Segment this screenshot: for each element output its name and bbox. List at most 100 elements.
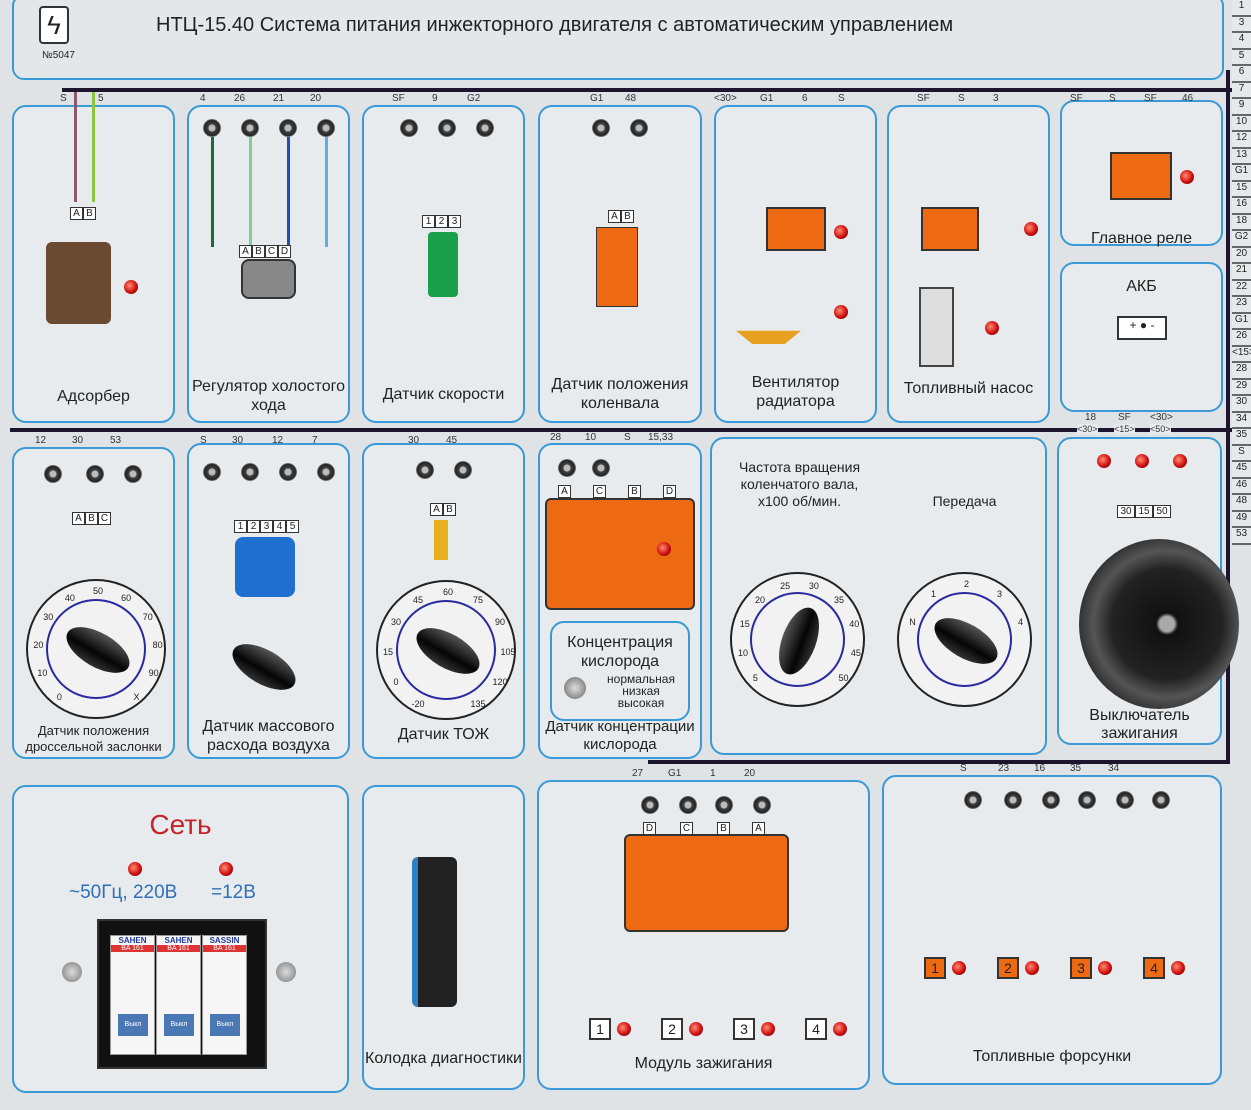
terminal-label: 30 [1232,396,1251,413]
switch-title: Концентрация кислорода [567,634,673,670]
wire-label: 48 [625,93,637,104]
ignition-key-icon[interactable] [1079,539,1239,709]
terminal-label: 7 [1232,82,1251,99]
terminal-label: 48 [1232,495,1251,512]
scale-label: 30 [391,617,402,627]
wire-label: 27 [632,768,644,779]
wire-label: 16 [1034,763,1046,774]
wire-label: 21 [273,93,285,104]
terminal-label: 16 [1232,198,1251,215]
wire-label: <30> [714,93,737,104]
wire-label: 30 [72,435,84,446]
panel-label: Модуль зажигания [634,1055,773,1072]
wire-label: 53 [110,435,122,446]
terminal-label: 23 [1232,297,1251,314]
status-led [1098,961,1112,975]
logo-lightning-icon: ϟ [39,6,69,44]
pump-relay [921,207,979,251]
fan-relay [766,207,826,251]
scale-label: 70 [142,612,153,623]
terminal-label: G1 [1232,313,1251,330]
wire-label: SF [1144,93,1157,104]
scale-label: 90 [148,668,159,679]
wire-label: 7 [312,435,318,446]
panel-label: Выключатель зажигания [1089,707,1190,742]
terminal-label: 21 [1232,264,1251,281]
terminal-label: 3 [1232,16,1251,33]
cylinder-1: 1 [924,957,946,979]
bus-top [62,88,1232,92]
panel-label: Главное реле [1090,230,1193,247]
wire-label: G2 [467,93,481,104]
scale-label: 50 [838,673,849,684]
wire-label: SF [1118,412,1131,423]
rpm-label: Частота вращения коленчатого вала, х100 … [738,459,861,509]
adsorber-canister-icon [46,242,111,324]
wire-label: S [200,435,207,446]
terminal-label: 28 [1232,363,1251,380]
diag-connector-icon[interactable] [412,857,457,1007]
maf-sensor-icon [235,537,295,597]
wire-label: 45 [446,435,458,446]
scale-label: N [909,616,916,627]
status-led [834,225,848,239]
gear-label: Передача [932,493,997,509]
status-led [952,961,966,975]
wire-label: 1 [710,768,716,779]
scale-label: 0 [56,691,62,702]
status-led [1180,170,1194,184]
terminal-label: 22 [1232,280,1251,297]
bus-right [1226,70,1230,764]
terminal-label: 12 [1232,132,1251,149]
wire-label: 35 [1070,763,1082,774]
battery-sub-label-30: <30> [1077,424,1098,434]
wire-label: 23 [998,763,1010,774]
scale-label: 15 [382,647,394,657]
mains-title: Сеть [149,809,212,840]
wire-label: 9 [432,93,438,104]
switch-option-low: низкая [622,684,660,698]
wire-label: 12 [35,435,47,446]
panel-label: Вентилятор радиатора [751,374,840,410]
terminal-label: 4 [1232,33,1251,50]
wire-label: S [624,432,631,443]
scale-label: 0 [393,677,399,687]
panel-fan: Вентилятор радиатора [714,105,877,423]
scale-label: 5 [752,673,758,684]
terminal-label: 10 [1232,115,1251,132]
wire-label: <30> [1150,412,1173,423]
scale-label: X [133,691,140,702]
maf-knob[interactable] [225,634,303,700]
panel-diag: Колодка диагностики [362,785,525,1090]
page-title: НТЦ-15.40 Система питания инжекторного д… [156,14,954,36]
panel-fuel-pump: Топливный насос [887,105,1050,423]
terminal-label: 49 [1232,511,1251,528]
terminal-label: G2 [1232,231,1251,248]
scale-label: 120 [492,677,508,687]
fuel-pump-icon [919,287,954,367]
cylinder-3: 3 [1070,957,1092,979]
fan-icon [736,330,801,344]
scale-label: 135 [470,698,486,709]
terminal-label: 5 [1232,49,1251,66]
terminal-label: 53 [1232,528,1251,545]
scale-label: 60 [442,587,454,597]
toggle-switch[interactable] [564,677,586,699]
scale-label: 45 [412,595,424,606]
